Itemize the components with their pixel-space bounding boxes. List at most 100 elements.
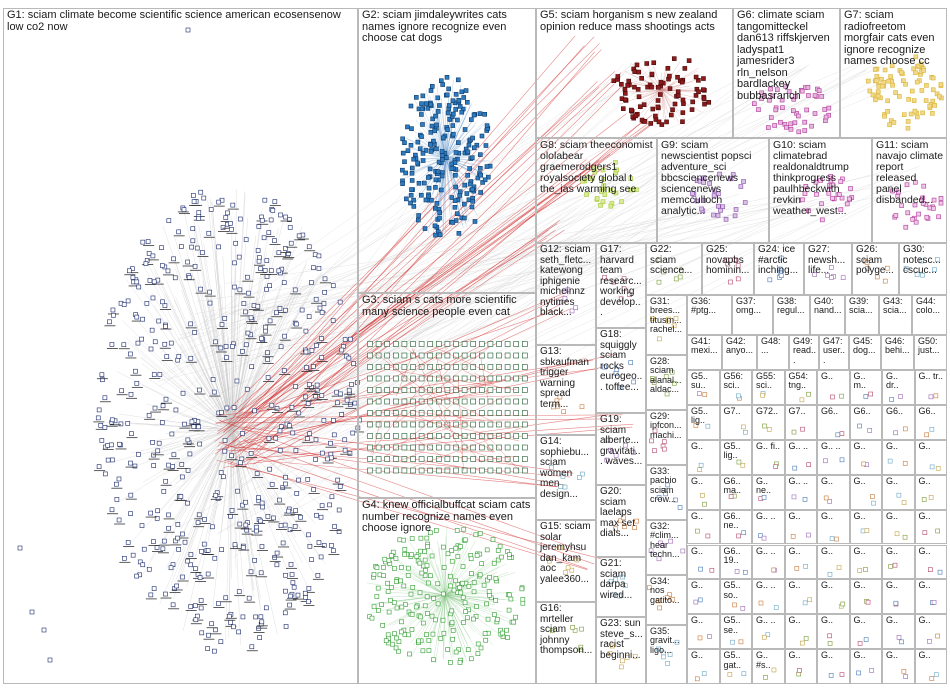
small-group-cell[interactable]: G.. m.. (850, 370, 883, 405)
small-group-cell[interactable]: G.. (785, 579, 818, 614)
small-group-cell[interactable]: G.. #s.. (752, 649, 785, 684)
small-group-cell[interactable]: G56: sci.. (720, 370, 753, 405)
small-group-cell[interactable]: G.. (915, 545, 948, 580)
group-box-g17[interactable]: G17: harvard team researc... working dev… (596, 243, 646, 328)
group-box-g24[interactable]: G24: ice #arctic inching... (754, 243, 804, 295)
group-box-g32[interactable]: G32: #clim... hear techn... (646, 520, 687, 575)
group-box-g25[interactable]: G25: novapbs hominin... (702, 243, 754, 295)
small-group-cell[interactable]: G5.. se.. (720, 614, 753, 649)
group-box-g22[interactable]: G22: sciam science... (646, 243, 702, 295)
small-group-cell[interactable]: G.. (915, 649, 948, 684)
small-group-cell[interactable]: G.. (687, 545, 720, 580)
small-group-cell[interactable]: G.. (817, 475, 850, 510)
group-box-g50[interactable]: G50: just... (914, 335, 947, 370)
small-group-cell[interactable]: G.. (687, 614, 720, 649)
small-group-cell[interactable]: G.. .. (752, 545, 785, 580)
small-group-cell[interactable]: G.. (785, 614, 818, 649)
small-group-cell[interactable]: G5.. gat.. (720, 649, 753, 684)
small-group-cell[interactable]: G.. (850, 510, 883, 545)
small-group-cell[interactable]: G.. (882, 579, 915, 614)
group-box-g16[interactable]: G16: mrteller sciam johnny thompson... (536, 602, 596, 684)
group-box-g33[interactable]: G33: pacbio sciam crow... (646, 465, 687, 520)
small-group-cell[interactable]: G.. (785, 649, 818, 684)
small-group-cell[interactable]: G7.. (785, 405, 818, 440)
group-box-g13[interactable]: G13: sbkaufman trigger warning spread te… (536, 345, 596, 435)
small-group-cell[interactable]: G.. (817, 649, 850, 684)
group-box-g44[interactable]: G44: colo... (912, 295, 947, 335)
group-box-g46[interactable]: G46: behi... (881, 335, 914, 370)
small-group-cell[interactable]: G.. ne.. (752, 475, 785, 510)
small-group-cell[interactable]: G55: sci.. (752, 370, 785, 405)
group-box-g12[interactable]: G12: sciam seth_fletc... katewong iphige… (536, 243, 596, 345)
small-group-cell[interactable]: G.. (785, 545, 818, 580)
group-box-g6[interactable]: G6: climate sciam tangomitteckel dan613 … (733, 8, 840, 138)
group-box-g37[interactable]: G37: omg... (732, 295, 773, 335)
group-box-g45[interactable]: G45: dog... (849, 335, 881, 370)
group-box-g7[interactable]: G7: sciam radiofreetom morgfair cats eve… (840, 8, 947, 138)
group-box-g21[interactable]: G21: sciam darpa wired... (596, 557, 646, 617)
small-group-cell[interactable]: G5.. lig.. (687, 405, 720, 440)
group-box-g1[interactable]: G1: sciam climate become scientific scie… (3, 8, 358, 684)
small-group-cell[interactable]: G54: tng.. (785, 370, 818, 405)
small-group-cell[interactable]: G6.. (915, 405, 948, 440)
small-group-cell[interactable]: G.. dr.. (882, 370, 915, 405)
small-group-cell[interactable]: G.. (882, 475, 915, 510)
small-group-cell[interactable]: G6.. ne.. (720, 510, 753, 545)
group-box-g43[interactable]: G43: scia... (879, 295, 912, 335)
small-group-cell[interactable]: G5.. lig.. (720, 440, 753, 475)
group-box-g36[interactable]: G36: #ptg... (687, 295, 732, 335)
small-group-cell[interactable]: G.. .. (785, 475, 818, 510)
small-group-cell[interactable]: G.. (687, 649, 720, 684)
group-box-g11[interactable]: G11: sciam navajo climate report release… (872, 138, 947, 243)
small-group-cell[interactable]: G72.. (752, 405, 785, 440)
small-group-cell[interactable]: G.. tr.. (915, 370, 948, 405)
small-group-cell[interactable]: G.. (882, 545, 915, 580)
group-box-g8[interactable]: G8: sciam theeconomist ololabear graemer… (536, 138, 657, 243)
small-group-cell[interactable]: G.. (882, 440, 915, 475)
small-group-cell[interactable]: G.. (687, 440, 720, 475)
group-box-g14[interactable]: G14: sophiebu... sciam women men design.… (536, 435, 596, 520)
group-box-g28[interactable]: G28: sciam alanal... aldac... (646, 355, 687, 410)
group-box-g2[interactable]: G2: sciam jimdaleywrites cats names igno… (358, 8, 536, 293)
group-box-g42[interactable]: G42: anyo... (722, 335, 757, 370)
group-box-g15[interactable]: G15: sciam solar jeremyhsu dan_kam aoc y… (536, 520, 596, 602)
small-group-cell[interactable]: G.. (687, 475, 720, 510)
small-group-cell[interactable]: G.. .. (817, 440, 850, 475)
group-box-g40[interactable]: G40: nand... (810, 295, 845, 335)
group-box-g31[interactable]: G31: brees... titusm... rachel... (646, 295, 687, 355)
small-group-cell[interactable]: G.. (687, 510, 720, 545)
group-box-g27[interactable]: G27: newsh... life... (804, 243, 852, 295)
group-box-g39[interactable]: G39: scia... (845, 295, 879, 335)
small-group-cell[interactable]: G.. (882, 510, 915, 545)
small-group-cell[interactable]: G.. fi.. (752, 440, 785, 475)
small-group-cell[interactable]: G.. (817, 510, 850, 545)
small-group-cell[interactable]: G6.. (850, 405, 883, 440)
group-box-g41[interactable]: G41: mexi... (687, 335, 722, 370)
small-group-cell[interactable]: G.. (817, 614, 850, 649)
group-box-g49[interactable]: G49: read... (789, 335, 819, 370)
small-group-cell[interactable]: G.. (850, 614, 883, 649)
small-group-cell[interactable]: G.. .. (752, 614, 785, 649)
group-box-g5[interactable]: G5: sciam horganism s new zealand opinio… (536, 8, 733, 138)
small-group-cell[interactable]: G.. (915, 614, 948, 649)
group-box-g20[interactable]: G20: sciam laelaps max set dials... (596, 485, 646, 557)
small-group-cell[interactable]: G6.. (817, 405, 850, 440)
group-box-g47[interactable]: G47: user... (819, 335, 849, 370)
group-box-g4[interactable]: G4: knew officialbuffcat sciam cats numb… (358, 498, 536, 684)
small-group-cell[interactable]: G6.. ma.. (720, 475, 753, 510)
group-box-g23[interactable]: G23: sun steve_s... racist beginni... (596, 617, 646, 684)
small-group-cell[interactable]: G.. (817, 579, 850, 614)
group-box-g19[interactable]: G19: sciam alberte... gravitati... waves… (596, 413, 646, 485)
small-group-cell[interactable]: G.. .. (752, 510, 785, 545)
group-box-g48[interactable]: G48: ... (757, 335, 789, 370)
small-group-cell[interactable]: G.. (915, 510, 948, 545)
small-group-cell[interactable]: G.. (850, 440, 883, 475)
small-group-cell[interactable]: G.. (915, 475, 948, 510)
group-box-g26[interactable]: G26: sciam polyge... (852, 243, 899, 295)
small-group-cell[interactable]: G.. .. (785, 440, 818, 475)
small-group-cell[interactable]: G.. (687, 579, 720, 614)
group-box-g30[interactable]: G30: notesc... cscuc... (899, 243, 947, 295)
small-group-cell[interactable]: G.. (882, 614, 915, 649)
small-group-cell[interactable]: G7.. (720, 405, 753, 440)
small-group-cell[interactable]: G6.. (882, 405, 915, 440)
